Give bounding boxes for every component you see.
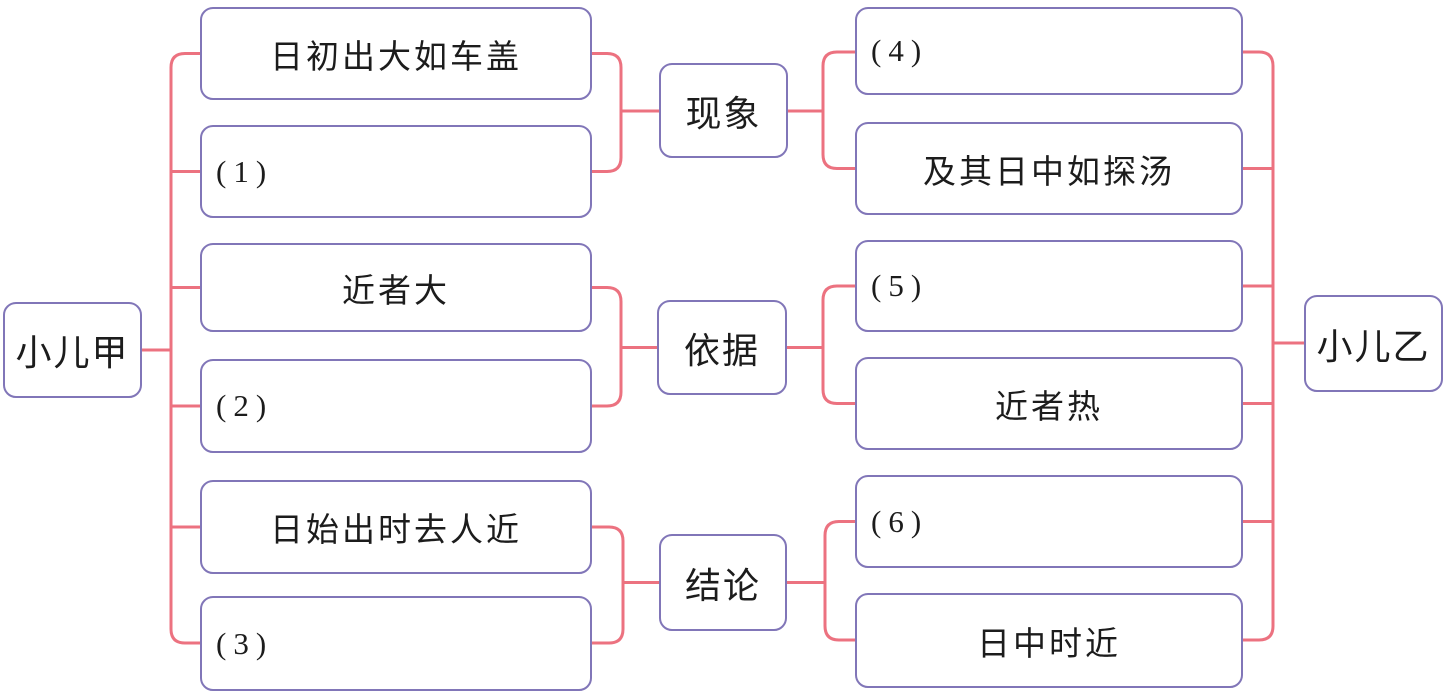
node-a-conclusion-blank: (3) [200,596,592,691]
group1-right-bracket [821,50,855,170]
node-b-conclusion: 日中时近 [855,593,1243,688]
node-b-basis-blank: (5) [855,240,1243,332]
node-a-phenomenon-blank: (1) [200,125,592,218]
node-b-conclusion-blank: (6) [855,475,1243,568]
root-child-a: 小儿甲 [3,302,142,398]
group1-left-bracket [592,52,623,173]
node-b-phenomenon: 及其日中如探汤 [855,122,1243,215]
node-a-phenomenon: 日初出大如车盖 [200,7,592,100]
group3-right-bracket [823,520,855,642]
right-trunk-connector [1243,50,1275,642]
category-conclusion: 结论 [659,534,787,631]
group3-left-bracket [592,525,625,645]
category-basis: 依据 [657,300,787,395]
group2-left-bracket [592,286,623,408]
category-phenomenon: 现象 [659,63,788,158]
node-b-basis: 近者热 [855,357,1243,450]
group2-right-bracket [821,284,855,405]
root-child-b: 小儿乙 [1304,295,1443,392]
node-a-conclusion: 日始出时去人近 [200,480,592,574]
left-trunk-connector [169,52,200,645]
node-b-phenomenon-blank: (4) [855,7,1243,95]
node-a-basis-blank: (2) [200,359,592,453]
node-a-basis: 近者大 [200,243,592,332]
